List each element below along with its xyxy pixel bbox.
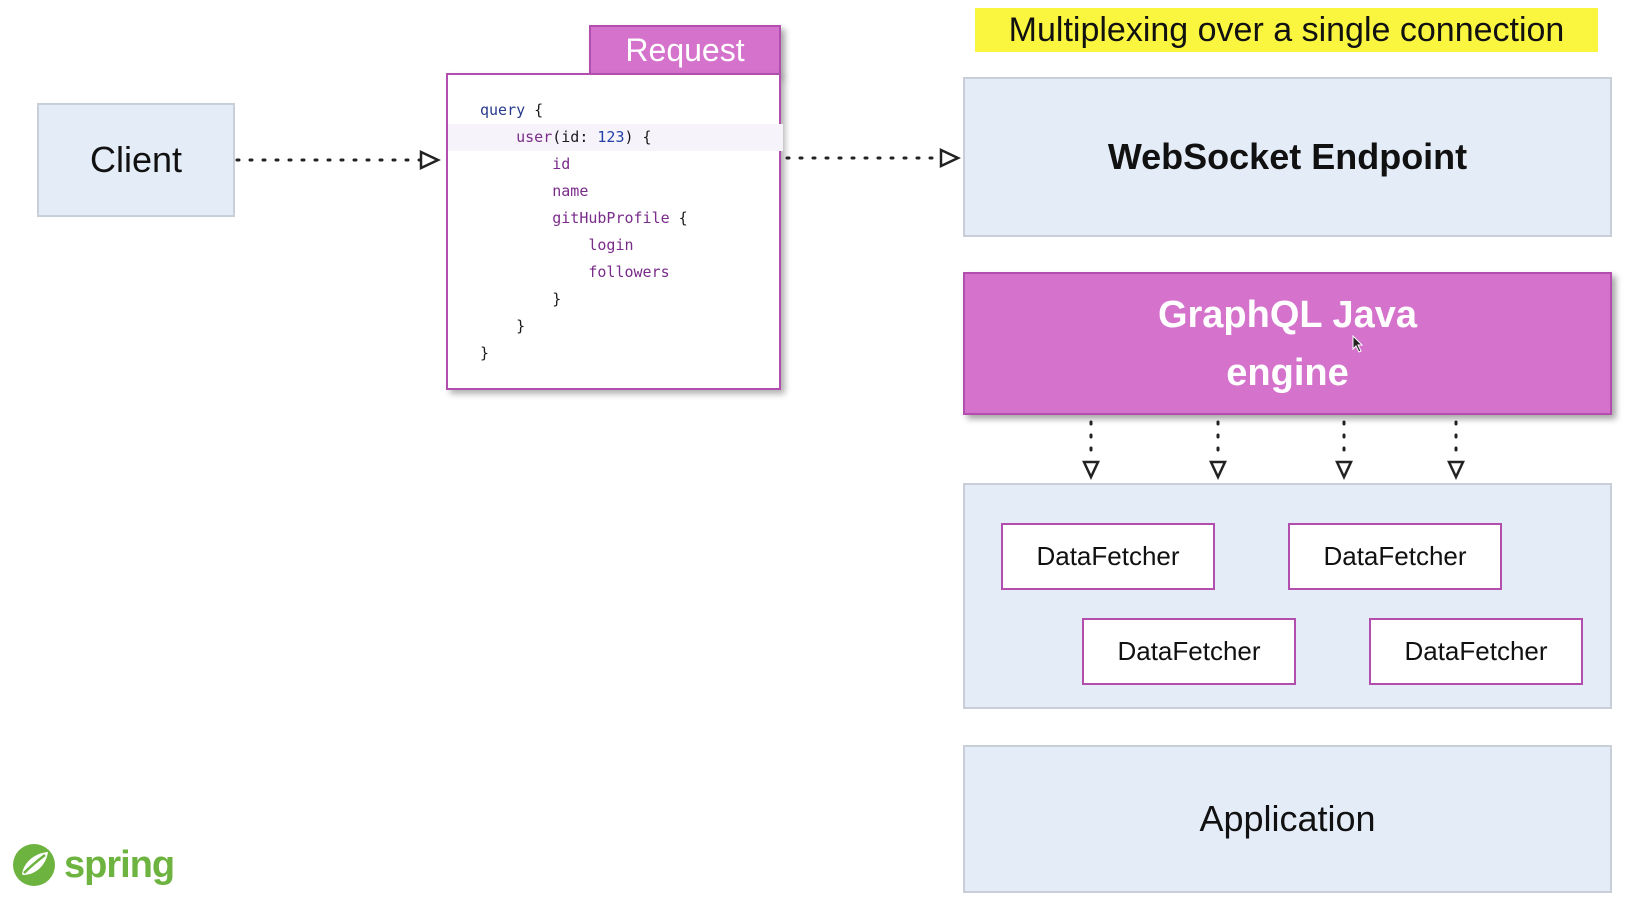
code-line: } — [516, 317, 526, 335]
request-tab-label: Request — [625, 31, 745, 68]
mouse-cursor-icon — [1352, 335, 1364, 353]
application-box: Application — [963, 745, 1612, 893]
spring-leaf-icon — [13, 844, 55, 886]
datafetcher-box: DataFetcher — [1082, 618, 1296, 685]
code-line: gitHubProfile { — [552, 209, 688, 227]
application-label: Application — [1199, 798, 1376, 839]
engine-label-line2: engine — [1226, 351, 1349, 394]
code-line: query { — [480, 101, 544, 119]
code-line: } — [552, 290, 562, 308]
engine-label-line1: GraphQL Java — [1157, 293, 1418, 336]
datafetcher-box: DataFetcher — [1369, 618, 1583, 685]
arrowhead-icon — [1082, 460, 1100, 480]
spring-logo: spring — [10, 840, 200, 890]
code-line: login — [588, 236, 634, 254]
websocket-endpoint-box: WebSocket Endpoint — [963, 77, 1612, 237]
arrowhead-icon — [1447, 460, 1465, 480]
websocket-endpoint-label: WebSocket Endpoint — [1107, 136, 1468, 177]
arrowhead-icon — [1335, 460, 1353, 480]
graphql-engine-box: GraphQL Java engine — [963, 272, 1612, 415]
client-box: Client — [37, 103, 235, 217]
code-line: } — [480, 344, 490, 362]
code-line: id — [552, 155, 571, 173]
client-label: Client — [89, 139, 183, 180]
request-tab: Request — [589, 25, 781, 75]
datafetcher-area: DataFetcher DataFetcher DataFetcher Data… — [963, 483, 1612, 709]
diagram-title: Multiplexing over a single connection — [975, 8, 1598, 52]
request-code-panel: query { user(id: 123) { id name gitHubPr… — [446, 73, 783, 390]
arrowhead-icon — [419, 150, 441, 170]
arrowhead-icon — [939, 148, 961, 168]
datafetcher-box: DataFetcher — [1001, 523, 1215, 590]
spring-logo-text: spring — [64, 843, 175, 886]
code-line: user(id: 123) { — [448, 124, 783, 151]
code-line: followers — [588, 263, 670, 281]
arrowhead-icon — [1209, 460, 1227, 480]
code-line: name — [552, 182, 589, 200]
datafetcher-box: DataFetcher — [1288, 523, 1502, 590]
